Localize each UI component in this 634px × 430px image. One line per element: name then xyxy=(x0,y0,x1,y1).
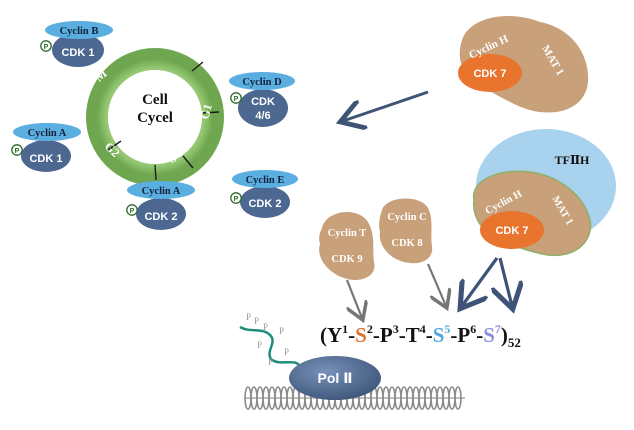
cdk-label: CDK 1 xyxy=(61,47,94,59)
svg-text:P: P xyxy=(234,196,239,203)
cdk7-blob xyxy=(480,211,544,249)
cdk7-blob xyxy=(458,54,522,92)
svg-text:P: P xyxy=(246,312,251,322)
cdk9-label: CDK 9 xyxy=(331,254,362,265)
tfiih-label: TFⅡH xyxy=(555,153,590,167)
phospho-icon xyxy=(126,204,138,216)
cyclin-a-cdk2-complex: Cyclin A CDK 2 P xyxy=(126,181,195,230)
cyclin-cdk-blob xyxy=(379,198,433,264)
cyclin-c-label: Cyclin C xyxy=(387,212,426,223)
phospho-icon xyxy=(40,40,52,52)
cdk-label: CDK 2 xyxy=(144,211,177,223)
cyclin-blob xyxy=(45,21,113,39)
cdk-blob xyxy=(238,89,288,127)
svg-text:P: P xyxy=(254,316,259,326)
svg-text:P: P xyxy=(234,96,239,103)
cak-to-cellcycle-arrow xyxy=(343,90,429,121)
cyclin-t-label: Cyclin T xyxy=(328,228,367,239)
cdk-blob xyxy=(240,186,290,218)
cdk-label-line2: 4/6 xyxy=(255,110,270,122)
svg-text:P: P xyxy=(130,208,135,215)
svg-text:P: P xyxy=(44,44,49,51)
svg-text:P: P xyxy=(15,148,20,155)
cyclin-e-cdk2-complex: Cyclin E CDK 2 P xyxy=(230,170,298,218)
cyclin-label: Cyclin A xyxy=(28,128,67,139)
cyclin-blob xyxy=(232,170,298,188)
phospho-icon xyxy=(230,192,242,204)
dna-coil xyxy=(454,386,462,410)
svg-text:P: P xyxy=(263,322,268,332)
cdk7-label: CDK 7 xyxy=(495,225,528,237)
cell-cycle-center-line1: Cell xyxy=(142,92,168,108)
phase-label-s: S xyxy=(167,150,178,166)
svg-text:P: P xyxy=(268,357,273,367)
cdk7-to-s5-arrow xyxy=(462,257,499,306)
svg-text:P: P xyxy=(284,347,289,357)
ctd-heptad-sequence: (Y1-S2-P3-T4-S5-P6-S7)52 xyxy=(320,322,521,350)
pol-ii-blob xyxy=(289,356,381,400)
svg-text:P: P xyxy=(279,326,284,336)
phase-label-g1: G1 xyxy=(197,102,214,120)
cdk-blob xyxy=(136,198,186,230)
cyclin-label: Cyclin A xyxy=(142,186,181,197)
ctd-tail xyxy=(239,325,301,367)
cdk-blob xyxy=(52,33,104,67)
cyclin-blob xyxy=(127,181,195,199)
cdk9-to-s2-arrow xyxy=(345,279,362,318)
cell-cycle-center-line2: Cycel xyxy=(137,110,173,126)
cyclin-d-cdk46-complex: Cyclin D CDK 4/6 P xyxy=(229,72,295,127)
ctd-phospho-marks: P P P P P P P xyxy=(246,312,289,367)
cyclin-blob xyxy=(229,72,295,90)
phospho-icon xyxy=(230,92,242,104)
cyclin-t-cdk9-complex: Cyclin T CDK 9 xyxy=(319,211,375,281)
cyclin-label: Cyclin B xyxy=(60,26,99,37)
cyclin-label: Cyclin E xyxy=(246,175,285,186)
pol-ii-complex: P P P P P P P Pol Ⅱ xyxy=(239,312,381,400)
cyclin-blob xyxy=(13,123,81,141)
cdk-label-line1: CDK xyxy=(251,96,275,108)
cdk-label: CDK 2 xyxy=(248,198,281,210)
phase-dividers xyxy=(107,61,220,181)
cyclin-c-cdk8-complex: Cyclin C CDK 8 xyxy=(379,198,433,264)
cyclin-cdk-blob xyxy=(319,211,375,281)
tfiih-complex: TFⅡH Cyclin H MAT 1 CDK 7 xyxy=(472,129,616,257)
cdk-label: CDK 1 xyxy=(29,153,62,165)
cyclin-b-cdk1-complex: Cyclin B CDK 1 P xyxy=(40,21,113,67)
cdk7-to-s7-arrow xyxy=(500,257,512,306)
cyclin-label: Cyclin D xyxy=(242,77,282,88)
pol-ii-label: Pol Ⅱ xyxy=(318,370,353,386)
svg-text:P: P xyxy=(257,340,262,350)
cdk8-label: CDK 8 xyxy=(391,238,422,249)
cdk7-label: CDK 7 xyxy=(473,68,506,80)
phospho-icon xyxy=(11,144,23,156)
cyclin-a-cdk1-complex: Cyclin A CDK 1 P xyxy=(11,123,81,172)
cdk8-to-s5-arrow xyxy=(426,263,446,306)
cell-cycle-ring: Cell Cycel M G1 S G2 xyxy=(86,48,224,186)
cdk-blob xyxy=(21,140,71,172)
cak-complex: Cyclin H MAT 1 CDK 7 xyxy=(458,16,589,113)
